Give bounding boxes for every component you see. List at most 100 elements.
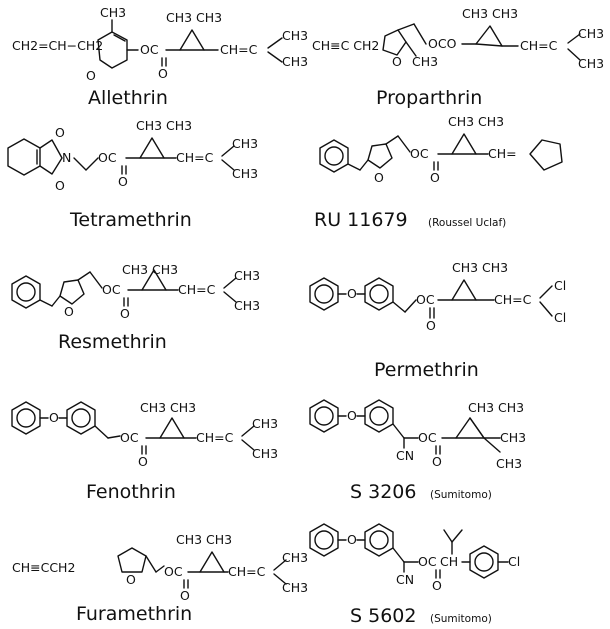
ester-oc-label: OC bbox=[416, 292, 435, 307]
carbonyl-o-label: O bbox=[430, 170, 440, 185]
dichloro-lower-bond bbox=[539, 301, 553, 317]
cyclopropane-ring bbox=[199, 551, 225, 573]
cyclopropane-ring bbox=[455, 417, 485, 439]
furan-ring bbox=[117, 547, 147, 573]
vinyl-label: CH=C bbox=[494, 292, 532, 307]
vinyl-label: CH=C bbox=[520, 38, 558, 53]
cyclopropane-ring bbox=[451, 133, 477, 155]
ring-methyl-label: CH3 bbox=[100, 5, 126, 20]
benzyl-ch2-bond bbox=[392, 301, 406, 313]
gem-methyl-low-bond bbox=[483, 437, 501, 453]
alpha-carbon-bond bbox=[392, 547, 405, 563]
isobutenyl-upper-bond bbox=[241, 425, 255, 437]
furan-ch2-bond bbox=[385, 135, 399, 145]
methyl-upper-label: CH3 bbox=[234, 268, 260, 283]
propargyl-label: CH≡C CH2 bbox=[312, 38, 379, 53]
isobutenyl-upper-bond bbox=[267, 37, 283, 49]
ester-oc-label: OC bbox=[164, 564, 183, 579]
ch2-o-bond bbox=[85, 157, 99, 171]
furan-o-label: O bbox=[64, 304, 74, 319]
benzyl-aromatic-circle bbox=[369, 284, 389, 304]
name-tetramethrin: Tetramethrin bbox=[69, 209, 192, 231]
cyclopropane-ring bbox=[451, 279, 477, 301]
carbonyl-o-label: O bbox=[432, 454, 442, 469]
benzyl-ch2-bond bbox=[39, 299, 53, 307]
furan-ch2-bond bbox=[145, 555, 157, 573]
ether-o-label: O bbox=[347, 532, 357, 547]
benzyl-aromatic-circle bbox=[71, 408, 91, 428]
phenyl-aromatic-circle bbox=[314, 284, 334, 304]
allyl-group-label: CH2=CH−CH2 bbox=[12, 38, 103, 53]
tetramethyl-bond bbox=[469, 417, 485, 439]
ester-oc-label: OC bbox=[418, 554, 437, 569]
isobutenyl-upper-bond bbox=[221, 145, 235, 157]
structure-s3206: O CN OC O CH3 CH3 CH3 CH3 S 3206 (Sumito… bbox=[309, 399, 526, 503]
imide-o-upper: O bbox=[55, 125, 65, 140]
cl-lower-label: Cl bbox=[554, 310, 566, 325]
name-furamethrin: Furamethrin bbox=[76, 603, 192, 625]
vinyl-label: CH=C bbox=[176, 150, 214, 165]
ether-o-label: O bbox=[347, 286, 357, 301]
ester-oc-label: OC bbox=[418, 430, 437, 445]
benzyl-ring bbox=[364, 277, 394, 311]
note-s5602: (Sumitomo) bbox=[430, 613, 492, 625]
methyl-upper-label: CH3 bbox=[282, 28, 308, 43]
note-ru11679: (Roussel Uclaf) bbox=[428, 217, 506, 229]
chlorophenyl-ring bbox=[469, 545, 499, 579]
note-s3206: (Sumitomo) bbox=[430, 489, 492, 501]
benzene-ring bbox=[319, 139, 349, 173]
name-ru11679: RU 11679 bbox=[314, 209, 408, 231]
methyl-lower-label: CH3 bbox=[232, 166, 258, 181]
name-proparthrin: Proparthrin bbox=[376, 87, 482, 109]
benzyl-aromatic-circle bbox=[369, 530, 389, 550]
furan-ch2-bond bbox=[77, 271, 91, 281]
name-fenothrin: Fenothrin bbox=[86, 481, 176, 503]
imide-n-label: N bbox=[62, 150, 71, 165]
carbonyl-o-label: O bbox=[426, 318, 436, 333]
ch2-o-bond bbox=[89, 271, 103, 289]
gem-dimethyl-label: CH3 CH3 bbox=[136, 118, 192, 133]
furan-ring bbox=[367, 143, 393, 169]
name-permethrin: Permethrin bbox=[374, 359, 479, 381]
structure-permethrin: O OC O CH3 CH3 CH=C Cl Cl Permethrin bbox=[309, 260, 566, 381]
methyl-lower-label: CH3 bbox=[578, 56, 604, 71]
structure-ru11679: O OC O CH3 CH3 CH= RU 11679 (Roussel Ucl… bbox=[314, 114, 563, 231]
methyl-mid-label: CH3 bbox=[500, 430, 526, 445]
furan-o-label: O bbox=[374, 170, 384, 185]
gem-dimethyl-label: CH3 CH3 bbox=[176, 532, 232, 547]
name-s3206: S 3206 bbox=[350, 481, 416, 503]
benzyl-aromatic-circle bbox=[369, 406, 389, 426]
benzyl-ch2-bond bbox=[347, 163, 361, 171]
isobutenyl-lower-bond bbox=[221, 159, 235, 171]
phenyl-aromatic-circle bbox=[16, 408, 36, 428]
benzyl-ring bbox=[364, 523, 394, 557]
isobutenyl-lower-bond bbox=[241, 439, 255, 451]
isobutenyl-lower-bond bbox=[567, 48, 581, 61]
benzene-aromatic-circle bbox=[324, 146, 344, 166]
isobutenyl-upper-bond bbox=[223, 277, 237, 289]
benzyl-ch2-bond bbox=[94, 425, 109, 439]
cyclopropane-ring bbox=[179, 29, 205, 51]
vinyl-label: CH=C bbox=[228, 564, 266, 579]
furan-ring bbox=[59, 279, 85, 305]
gem-dimethyl-label: CH3 CH3 bbox=[448, 114, 504, 129]
methyl-upper-label: CH3 bbox=[282, 550, 308, 565]
imide-ring bbox=[39, 139, 63, 175]
cyclohexene-ring bbox=[7, 138, 41, 176]
phenyl-ring bbox=[309, 399, 339, 433]
carbonyl-o-label: O bbox=[432, 578, 442, 593]
methyl-upper-label: CH3 bbox=[232, 136, 258, 151]
chloro-label: Cl bbox=[508, 554, 520, 569]
propargyl-label: CH≡CCH2 bbox=[12, 560, 75, 575]
dichloro-upper-bond bbox=[539, 285, 553, 299]
methyl-low-label: CH3 bbox=[496, 456, 522, 471]
vinyl-label: CH=C bbox=[178, 282, 216, 297]
furan-methyl-label: CH3 bbox=[412, 54, 438, 69]
ring-double-bond bbox=[113, 34, 126, 42]
carbonyl-o-label: O bbox=[118, 174, 128, 189]
ester-oc-label: OC bbox=[98, 150, 117, 165]
name-s5602: S 5602 bbox=[350, 605, 416, 627]
ch2-o-bond bbox=[397, 135, 411, 153]
